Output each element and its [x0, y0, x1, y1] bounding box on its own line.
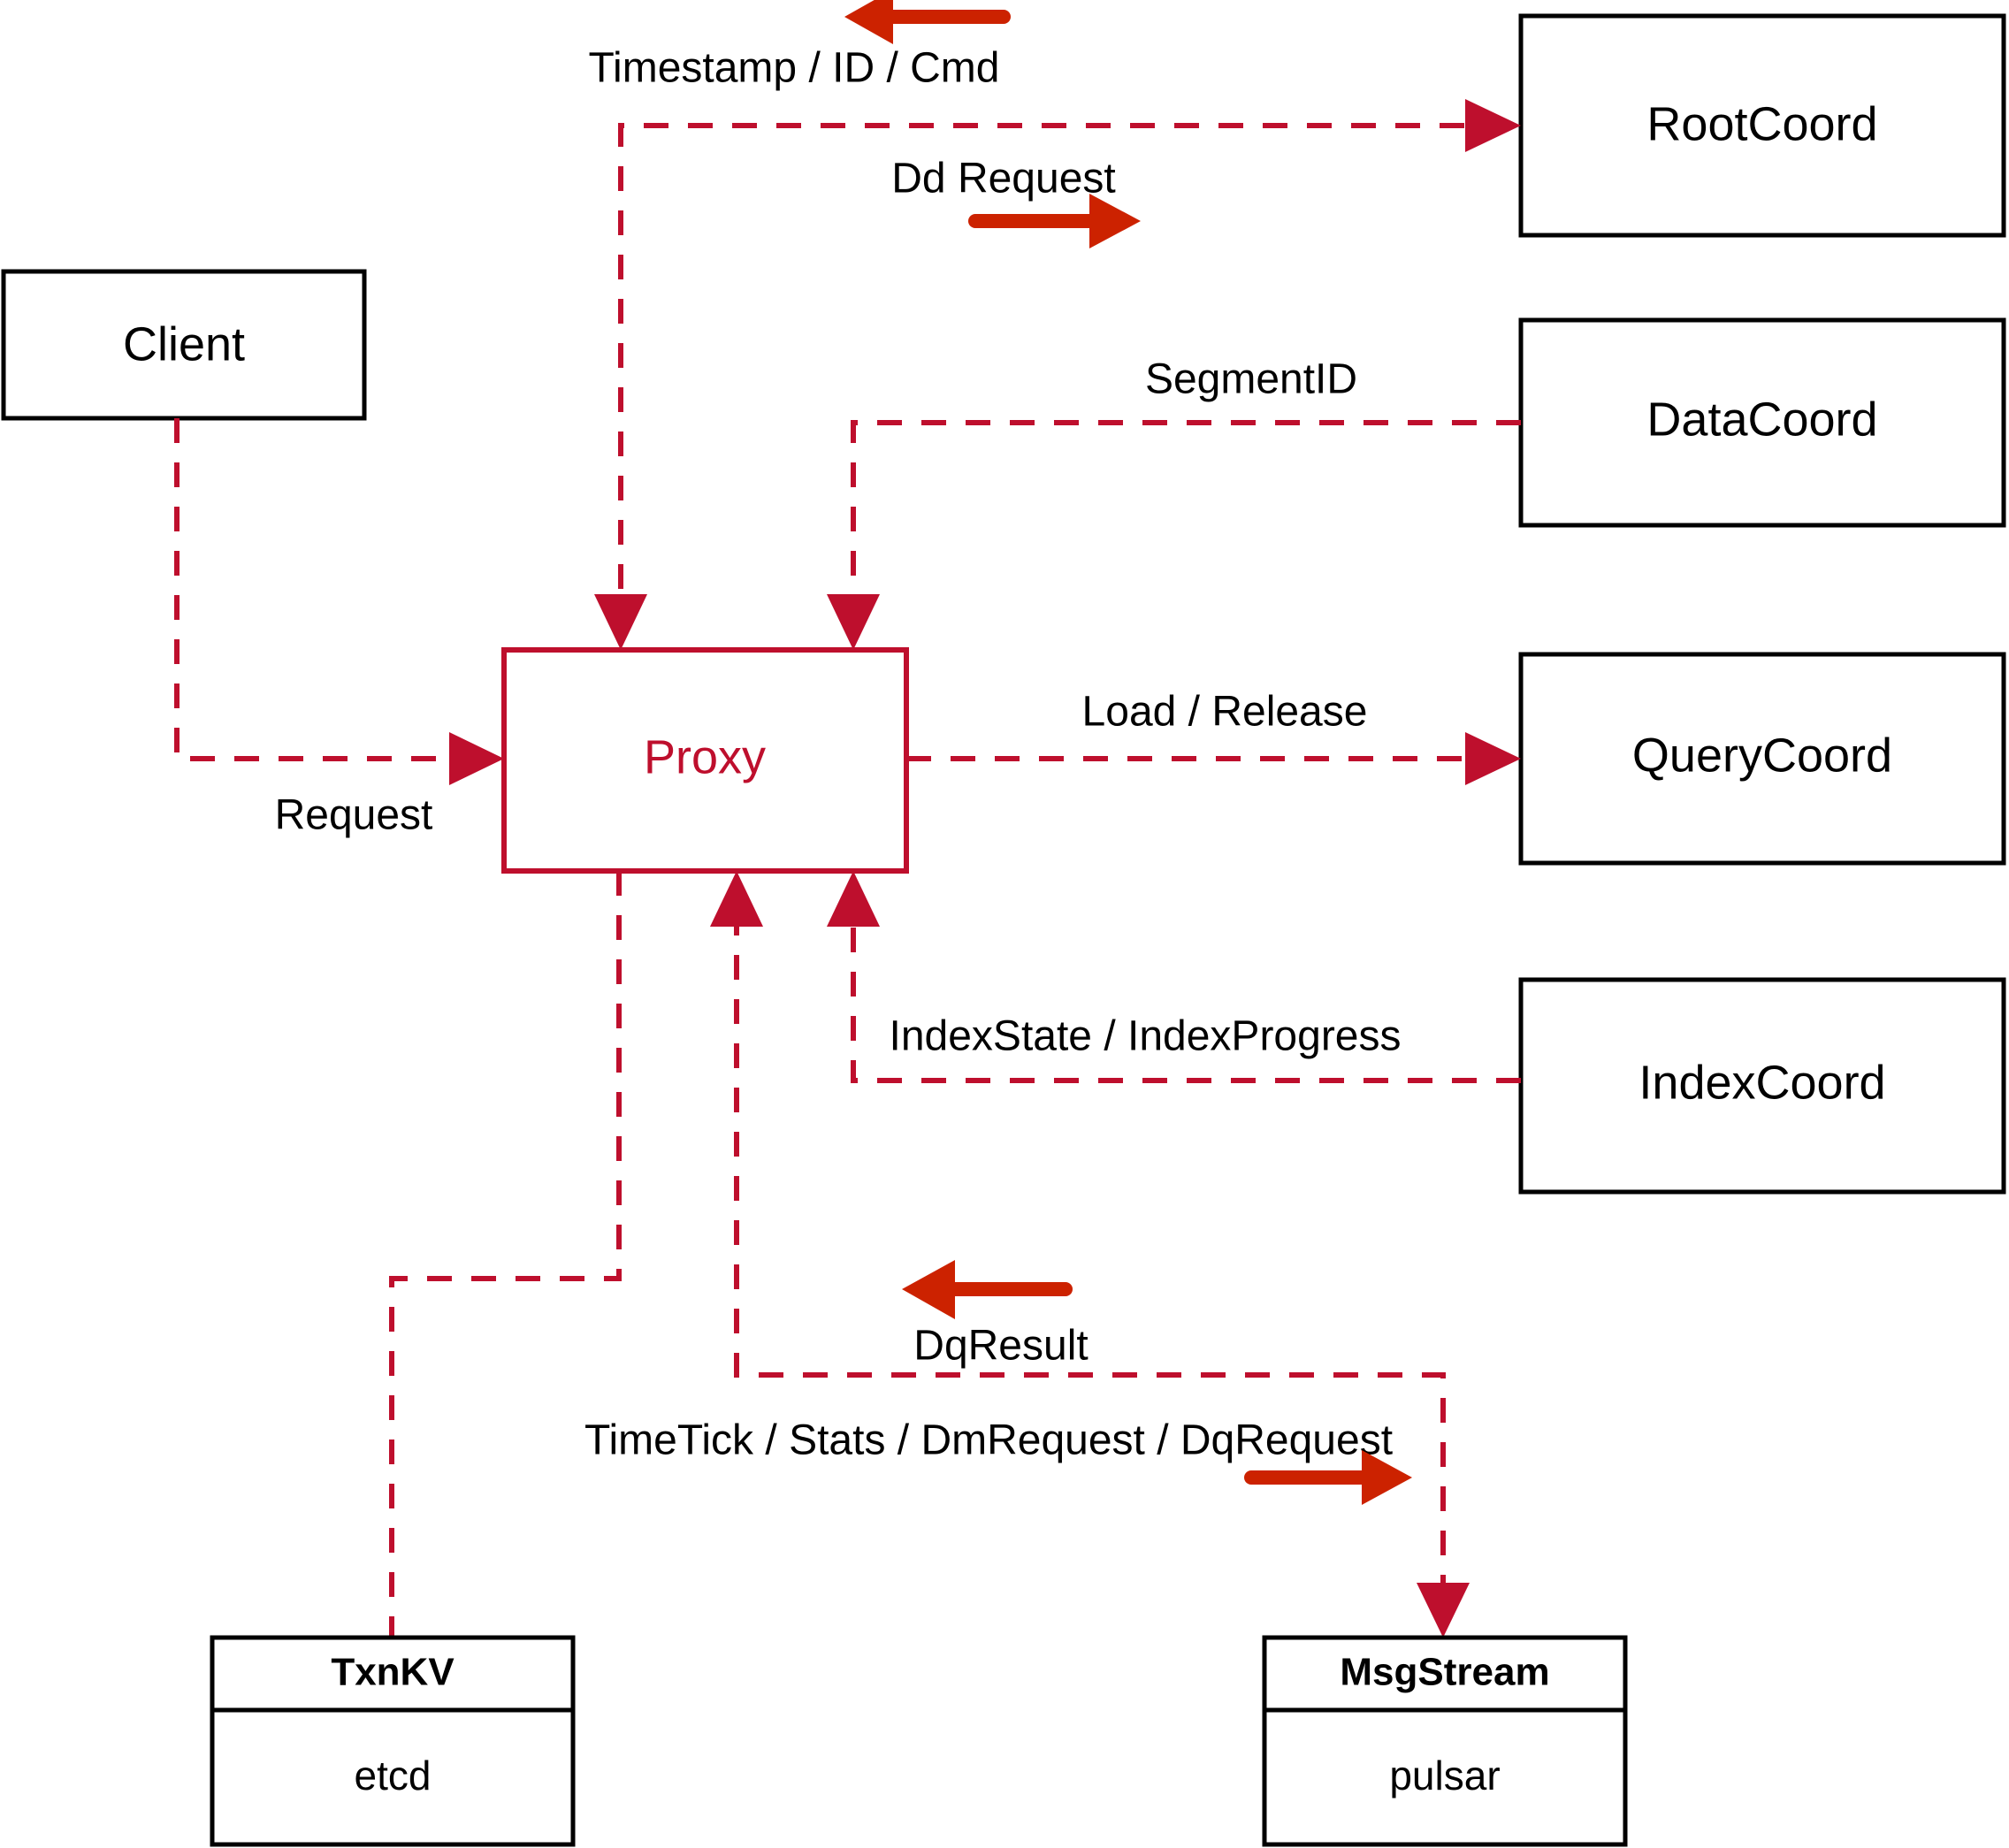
edge-index-state-progress: IndexState / IndexProgress — [827, 871, 1521, 1083]
timestamp-id-cmd-label: Timestamp / ID / Cmd — [589, 45, 1000, 92]
load-release-label: Load / Release — [1082, 689, 1368, 736]
timestamp-id-cmd-arrowhead — [594, 594, 647, 650]
msgstream-label: MsgStream — [1340, 1651, 1549, 1694]
dd-request-arrow-head — [1089, 194, 1141, 248]
edge-dq-result: DqResult — [710, 871, 1470, 1638]
dq-result-label: DqResult — [913, 1323, 1088, 1370]
segment-id-label: SegmentID — [1145, 356, 1357, 403]
node-txnkv[interactable]: TxnKV etcd — [210, 1635, 576, 1847]
index-coord-box — [1518, 977, 2006, 1195]
client-box — [1, 269, 367, 421]
proxy-label: Proxy — [644, 730, 766, 783]
dq-result-arrowhead — [710, 871, 763, 927]
segment-id-arrowhead — [827, 594, 880, 650]
query-coord-label: QueryCoord — [1632, 729, 1892, 782]
dd-request-label: Dd Request — [891, 156, 1115, 202]
load-release-arrowhead — [1465, 732, 1521, 785]
index-state-progress-label: IndexState / IndexProgress — [890, 1013, 1402, 1060]
node-proxy[interactable]: Proxy — [501, 647, 909, 874]
data-coord-label: DataCoord — [1646, 393, 1877, 446]
timetick-arrow-head — [1362, 1450, 1412, 1505]
edge-timetick-stats-dm-dq: TimeTick / Stats / DmRequest / DqRequest — [584, 1417, 1412, 1505]
data-coord-box — [1518, 317, 2006, 528]
root-coord-box — [1518, 13, 2006, 238]
timestamp-id-cmd-path — [618, 123, 1509, 610]
dq-result-arrow-head — [902, 1260, 955, 1319]
node-client[interactable]: Client — [1, 269, 367, 421]
edge-dd-request: Dd Request — [891, 99, 1521, 248]
client-label: Client — [123, 317, 245, 370]
edge-segment-id: SegmentID — [827, 356, 1521, 650]
timetick-stats-dm-dq-label: TimeTick / Stats / DmRequest / DqRequest — [584, 1417, 1393, 1464]
dd-request-arrowhead — [1465, 99, 1521, 152]
txnkv-label: TxnKV — [331, 1651, 455, 1694]
node-msgstream[interactable]: MsgStream pulsar — [1262, 1635, 1628, 1847]
txnkv-sublabel: etcd — [355, 1753, 432, 1798]
index-coord-label: IndexCoord — [1639, 1056, 1885, 1109]
request-path — [174, 418, 469, 761]
request-arrowhead — [449, 732, 504, 785]
proxy-txnkv-path — [389, 871, 622, 1636]
edge-timestamp-id-cmd: Timestamp / ID / Cmd — [589, 0, 1509, 650]
edge-load-release: Load / Release — [906, 689, 1521, 785]
segment-id-path — [851, 420, 1521, 610]
node-query-coord[interactable]: QueryCoord — [1518, 652, 2006, 866]
edge-request: Request — [174, 418, 504, 839]
index-state-progress-path — [851, 911, 1521, 1083]
msgstream-sublabel: pulsar — [1389, 1753, 1500, 1798]
dq-result-path — [734, 911, 1446, 1605]
txnkv-box — [210, 1635, 576, 1847]
node-root-coord[interactable]: RootCoord — [1518, 13, 2006, 238]
edge-proxy-txnkv — [389, 871, 622, 1636]
timestamp-arrow-head — [844, 0, 893, 44]
query-coord-box — [1518, 652, 2006, 866]
root-coord-label: RootCoord — [1646, 97, 1877, 150]
msgstream-arrowhead — [1417, 1583, 1470, 1638]
index-state-progress-arrowhead — [827, 871, 880, 927]
msgstream-box — [1262, 1635, 1628, 1847]
node-index-coord[interactable]: IndexCoord — [1518, 977, 2006, 1195]
node-data-coord[interactable]: DataCoord — [1518, 317, 2006, 528]
proxy-box — [501, 647, 909, 874]
request-label: Request — [275, 792, 433, 839]
